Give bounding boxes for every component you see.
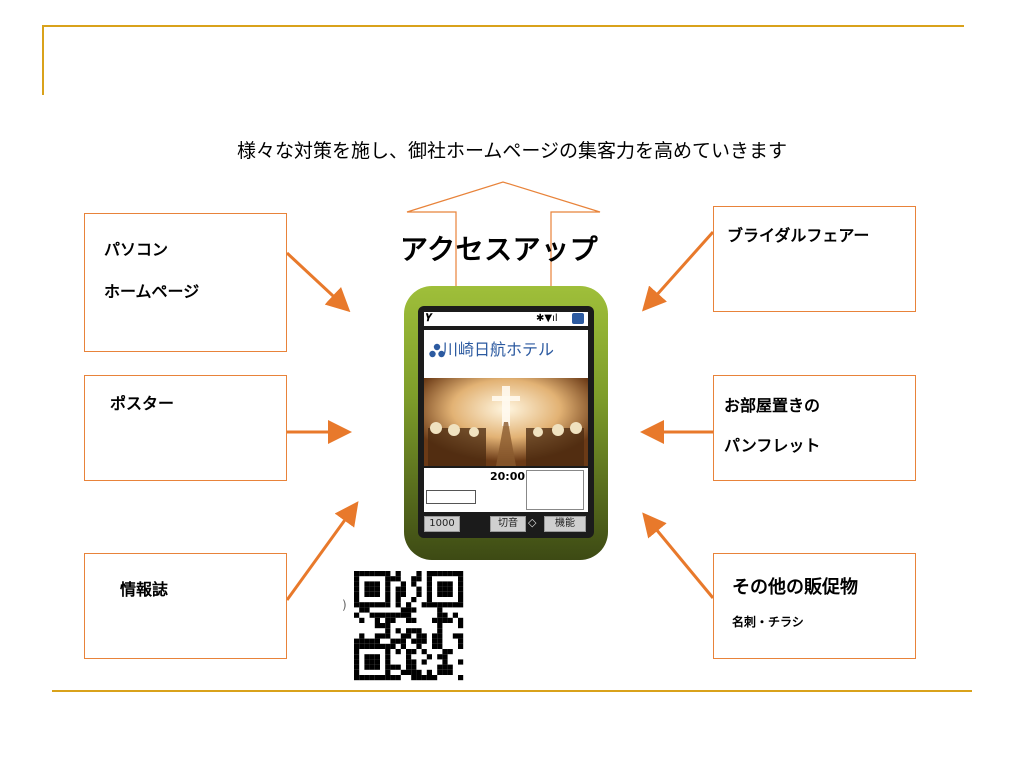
arrow-pc-homepage [285, 251, 351, 313]
arrow-other [642, 512, 715, 599]
box-pc-homepage-line2: ホームページ [104, 282, 200, 301]
box-other-line2: 名刺・チラシ [732, 615, 804, 629]
arrow-bridal [642, 231, 715, 312]
left-frame-line [42, 25, 44, 95]
top-frame-line [42, 25, 964, 27]
bottom-frame-line [52, 690, 972, 692]
antenna-icon: 𝒀 [426, 313, 432, 324]
box-pamphlet-line1: お部屋置きの [724, 396, 821, 415]
signal-icon: ✱▼ıl [536, 313, 558, 324]
clock-time: 20:00 [490, 470, 526, 483]
box-bridal [713, 206, 916, 312]
box-magazine-line1: 情報誌 [120, 580, 169, 599]
softkey-left: 1000 [424, 516, 460, 532]
clock-area: 20:00 [424, 468, 588, 512]
chapel-photo [424, 378, 588, 466]
subtitle: 様々な対策を施し、御社ホームページの集客力を高めていきます [236, 140, 788, 162]
box-other-line1: その他の販促物 [732, 577, 858, 598]
hotel-name: 川崎日航ホテル [442, 340, 555, 359]
mini-qr-icon [526, 470, 584, 510]
dpad-icon: ◇ [528, 516, 537, 529]
box-poster-line1: ポスター [110, 394, 175, 413]
box-pamphlet-line2: パンフレット [724, 436, 821, 455]
arrow-magazine [285, 501, 359, 601]
hotel-logo-icon [429, 343, 445, 358]
box-poster [84, 375, 287, 481]
phone-status-bar: 𝒀 ✱▼ıl [424, 312, 588, 326]
battery-icon [572, 313, 584, 324]
softkey-center: 切音 [490, 516, 526, 532]
box-pamphlet [713, 375, 916, 481]
phone-screen: 𝒀 ✱▼ıl 川崎日航ホテル [418, 306, 594, 538]
softkey-right: 機能 [544, 516, 586, 532]
qr-code-icon [352, 568, 466, 684]
phone-softkeys: 1000 切音 ◇ 機能 [424, 516, 588, 532]
qr-mark: ) [342, 598, 347, 612]
mobile-phone: 𝒀 ✱▼ıl 川崎日航ホテル [404, 286, 608, 560]
box-pc-homepage-line1: パソコン [104, 240, 169, 259]
box-other [713, 553, 916, 659]
headline: アクセスアップ [400, 233, 599, 266]
status-icons [426, 490, 476, 504]
hotel-banner [424, 330, 588, 378]
box-bridal-line1: ブライダルフェアー [727, 226, 870, 245]
box-magazine [84, 553, 287, 659]
up-outline-arrow [406, 181, 601, 302]
box-pc-homepage [84, 213, 287, 352]
